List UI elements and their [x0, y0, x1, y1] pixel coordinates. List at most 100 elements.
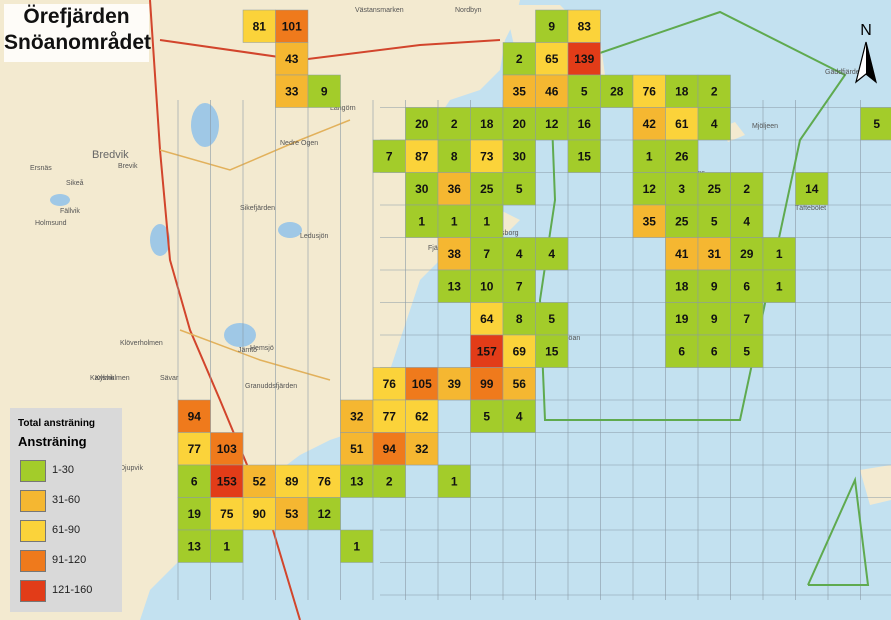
- effort-cell[interactable]: 4: [535, 237, 569, 271]
- effort-cell[interactable]: 10: [470, 269, 504, 303]
- effort-cell[interactable]: 5: [470, 399, 504, 433]
- effort-cell[interactable]: 32: [340, 399, 374, 433]
- effort-cell[interactable]: 20: [502, 107, 536, 141]
- effort-cell[interactable]: 26: [665, 139, 699, 173]
- effort-cell[interactable]: 25: [470, 172, 504, 206]
- effort-cell[interactable]: 13: [177, 529, 211, 563]
- effort-cell[interactable]: 153: [210, 464, 244, 498]
- effort-cell[interactable]: 29: [730, 237, 764, 271]
- effort-cell[interactable]: 4: [502, 399, 536, 433]
- effort-cell[interactable]: 9: [697, 269, 731, 303]
- effort-cell[interactable]: 139: [567, 42, 601, 76]
- effort-cell[interactable]: 41: [665, 237, 699, 271]
- effort-cell[interactable]: 30: [502, 139, 536, 173]
- effort-cell[interactable]: 2: [372, 464, 406, 498]
- effort-cell[interactable]: 39: [437, 367, 471, 401]
- effort-cell[interactable]: 14: [795, 172, 829, 206]
- effort-cell[interactable]: 99: [470, 367, 504, 401]
- effort-cell[interactable]: 77: [372, 399, 406, 433]
- effort-cell[interactable]: 94: [177, 399, 211, 433]
- effort-cell[interactable]: 18: [665, 74, 699, 108]
- effort-cell[interactable]: 87: [405, 139, 439, 173]
- effort-cell[interactable]: 89: [275, 464, 309, 498]
- effort-cell[interactable]: 5: [730, 334, 764, 368]
- effort-cell[interactable]: 31: [697, 237, 731, 271]
- effort-cell[interactable]: 56: [502, 367, 536, 401]
- effort-cell[interactable]: 1: [632, 139, 666, 173]
- effort-cell[interactable]: 15: [567, 139, 601, 173]
- effort-cell[interactable]: 9: [307, 74, 341, 108]
- effort-cell[interactable]: 94: [372, 432, 406, 466]
- effort-cell[interactable]: 4: [502, 237, 536, 271]
- effort-cell[interactable]: 69: [502, 334, 536, 368]
- effort-cell[interactable]: 20: [405, 107, 439, 141]
- effort-cell[interactable]: 6: [177, 464, 211, 498]
- effort-cell[interactable]: 101: [275, 9, 309, 43]
- effort-cell[interactable]: 35: [632, 204, 666, 238]
- effort-cell[interactable]: 12: [632, 172, 666, 206]
- effort-cell[interactable]: 5: [697, 204, 731, 238]
- effort-cell[interactable]: 2: [697, 74, 731, 108]
- effort-cell[interactable]: 5: [502, 172, 536, 206]
- effort-cell[interactable]: 18: [665, 269, 699, 303]
- effort-cell[interactable]: 19: [177, 497, 211, 531]
- effort-cell[interactable]: 43: [275, 42, 309, 76]
- effort-cell[interactable]: 38: [437, 237, 471, 271]
- effort-cell[interactable]: 9: [535, 9, 569, 43]
- effort-cell[interactable]: 12: [307, 497, 341, 531]
- effort-cell[interactable]: 16: [567, 107, 601, 141]
- effort-cell[interactable]: 30: [405, 172, 439, 206]
- effort-cell[interactable]: 65: [535, 42, 569, 76]
- effort-cell[interactable]: 7: [470, 237, 504, 271]
- effort-cell[interactable]: 32: [405, 432, 439, 466]
- effort-cell[interactable]: 5: [535, 302, 569, 336]
- effort-cell[interactable]: 103: [210, 432, 244, 466]
- effort-cell[interactable]: 53: [275, 497, 309, 531]
- effort-cell[interactable]: 2: [730, 172, 764, 206]
- effort-cell[interactable]: 2: [502, 42, 536, 76]
- effort-cell[interactable]: 90: [242, 497, 276, 531]
- effort-cell[interactable]: 64: [470, 302, 504, 336]
- effort-cell[interactable]: 25: [697, 172, 731, 206]
- effort-cell[interactable]: 33: [275, 74, 309, 108]
- effort-cell[interactable]: 7: [372, 139, 406, 173]
- effort-cell[interactable]: 157: [470, 334, 504, 368]
- effort-cell[interactable]: 3: [665, 172, 699, 206]
- effort-cell[interactable]: 18: [470, 107, 504, 141]
- effort-cell[interactable]: 5: [860, 107, 891, 141]
- effort-cell[interactable]: 9: [697, 302, 731, 336]
- effort-cell[interactable]: 61: [665, 107, 699, 141]
- effort-cell[interactable]: 73: [470, 139, 504, 173]
- effort-cell[interactable]: 1: [470, 204, 504, 238]
- effort-cell[interactable]: 13: [340, 464, 374, 498]
- effort-cell[interactable]: 1: [762, 237, 796, 271]
- effort-cell[interactable]: 75: [210, 497, 244, 531]
- effort-cell[interactable]: 105: [405, 367, 439, 401]
- effort-cell[interactable]: 7: [502, 269, 536, 303]
- effort-cell[interactable]: 28: [600, 74, 634, 108]
- effort-cell[interactable]: 62: [405, 399, 439, 433]
- effort-cell[interactable]: 15: [535, 334, 569, 368]
- effort-cell[interactable]: 12: [535, 107, 569, 141]
- effort-cell[interactable]: 51: [340, 432, 374, 466]
- effort-cell[interactable]: 42: [632, 107, 666, 141]
- effort-cell[interactable]: 81: [242, 9, 276, 43]
- effort-cell[interactable]: 4: [697, 107, 731, 141]
- effort-cell[interactable]: 1: [340, 529, 374, 563]
- effort-cell[interactable]: 35: [502, 74, 536, 108]
- effort-cell[interactable]: 6: [665, 334, 699, 368]
- effort-cell[interactable]: 76: [372, 367, 406, 401]
- effort-cell[interactable]: 1: [210, 529, 244, 563]
- effort-cell[interactable]: 8: [502, 302, 536, 336]
- effort-cell[interactable]: 7: [730, 302, 764, 336]
- effort-cell[interactable]: 5: [567, 74, 601, 108]
- effort-cell[interactable]: 1: [437, 204, 471, 238]
- effort-cell[interactable]: 1: [762, 269, 796, 303]
- effort-cell[interactable]: 76: [632, 74, 666, 108]
- effort-cell[interactable]: 6: [730, 269, 764, 303]
- effort-cell[interactable]: 6: [697, 334, 731, 368]
- effort-cell[interactable]: 46: [535, 74, 569, 108]
- effort-cell[interactable]: 4: [730, 204, 764, 238]
- effort-cell[interactable]: 83: [567, 9, 601, 43]
